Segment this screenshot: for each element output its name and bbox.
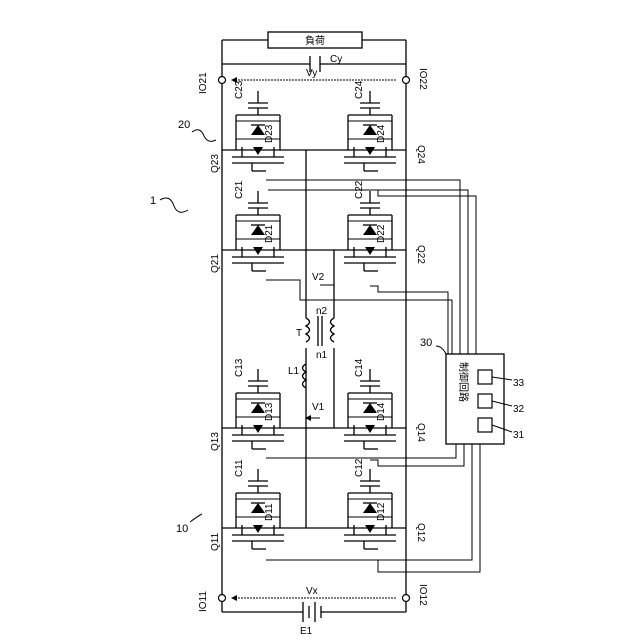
diode-symbol [251, 125, 265, 135]
switch-cell-q14 [344, 369, 396, 449]
load: 負荷 [268, 32, 362, 48]
diode-symbol [363, 403, 377, 413]
reference-numerals: 1 20 10 [150, 119, 216, 535]
source-e1-label: E1 [300, 626, 313, 637]
switch-q11-label: Q11 [210, 532, 221, 551]
switch-q12-label: Q12 [415, 523, 426, 542]
voltage-v1-label: V1 [312, 402, 325, 413]
diode-d13-label: D13 [264, 402, 275, 421]
terminal-io21 [219, 77, 226, 84]
diode-d11-label: D11 [264, 503, 275, 521]
transformer-label: T [296, 328, 302, 339]
switch-cell-q21 [232, 191, 284, 271]
diode-symbol [251, 403, 265, 413]
terminal-io12-label: IO12 [417, 584, 428, 606]
terminals [219, 77, 410, 602]
load-label: 負荷 [305, 35, 325, 47]
diode-symbol [363, 503, 377, 513]
transistor-body-diode [365, 247, 375, 255]
winding-n2-label: n2 [316, 306, 328, 317]
control-unit-31 [478, 418, 492, 432]
control-unit-31-label: 31 [513, 430, 525, 441]
diode-d12-label: D12 [376, 502, 387, 521]
diode-symbol [251, 225, 265, 235]
switch-cell-q11 [232, 469, 284, 549]
transistor-body-diode [253, 147, 263, 155]
capacitor-c12-label: C12 [354, 458, 365, 477]
terminal-io11 [219, 595, 226, 602]
switch-cell-q24 [344, 91, 396, 171]
diode-d23-label: D23 [264, 124, 275, 143]
terminal-io22-label: IO22 [417, 68, 428, 90]
capacitor-c21-label: C21 [234, 180, 245, 199]
inductor-l1: L1 [288, 364, 306, 388]
control-unit-32 [478, 394, 492, 408]
transistor-body-diode [365, 147, 375, 155]
control-circuit-label: 制御回路 [457, 362, 470, 402]
control-unit-32-label: 32 [513, 404, 525, 415]
ref-primary-label: 10 [176, 523, 188, 535]
diode-d14-label: D14 [376, 402, 387, 421]
ref-controller-label: 30 [420, 337, 432, 349]
switch-q22-label: Q22 [415, 245, 426, 264]
switch-q21-label: Q21 [210, 254, 221, 273]
diode-d21-label: D21 [264, 224, 275, 243]
diode-d22-label: D22 [376, 224, 387, 243]
diode-symbol [363, 125, 377, 135]
transformer: T n2 n1 [296, 306, 334, 361]
switch-q23-label: Q23 [210, 154, 221, 173]
switch-q24-label: Q24 [415, 145, 426, 164]
voltage-vx-label: Vx [306, 586, 318, 597]
switch-cell-q13 [232, 369, 284, 449]
capacitor-c14-label: C14 [354, 358, 365, 377]
transistor-body-diode [253, 525, 263, 533]
voltage-vy-label: Vy [306, 68, 317, 79]
terminal-io11-label: IO11 [198, 591, 209, 612]
diode-symbol [251, 503, 265, 513]
diode-d24-label: D24 [376, 124, 387, 143]
terminal-io22 [403, 77, 410, 84]
capacitor-cy-label: Cy [330, 54, 342, 65]
ref-secondary-label: 20 [178, 119, 190, 131]
capacitor-c24-label: C24 [354, 80, 365, 99]
transistor-body-diode [253, 425, 263, 433]
capacitor-c13-label: C13 [234, 358, 245, 377]
terminal-io21-label: IO21 [198, 72, 209, 94]
switch-q13-label: Q13 [210, 432, 221, 451]
diode-symbol [363, 225, 377, 235]
inductor-l1-label: L1 [288, 366, 300, 377]
source-e1: E1 [300, 602, 325, 637]
winding-n1-label: n1 [316, 350, 328, 361]
terminal-io12 [403, 595, 410, 602]
transistor-body-diode [365, 425, 375, 433]
transistor-body-diode [253, 247, 263, 255]
ref-device-label: 1 [150, 195, 156, 207]
control-unit-33 [478, 370, 492, 384]
voltage-v2-label: V2 [312, 272, 325, 283]
capacitor-c23-label: C23 [234, 80, 245, 99]
control-circuit: 制御回路 33 32 31 30 [266, 180, 525, 572]
control-unit-33-label: 33 [513, 378, 525, 389]
switch-q14-label: Q14 [415, 423, 426, 442]
switch-cell-q22 [344, 191, 396, 271]
switch-cell-q23 [232, 91, 284, 171]
switch-cell-q12 [344, 469, 396, 549]
capacitor-c11-label: C11 [234, 459, 245, 477]
transistor-body-diode [365, 525, 375, 533]
